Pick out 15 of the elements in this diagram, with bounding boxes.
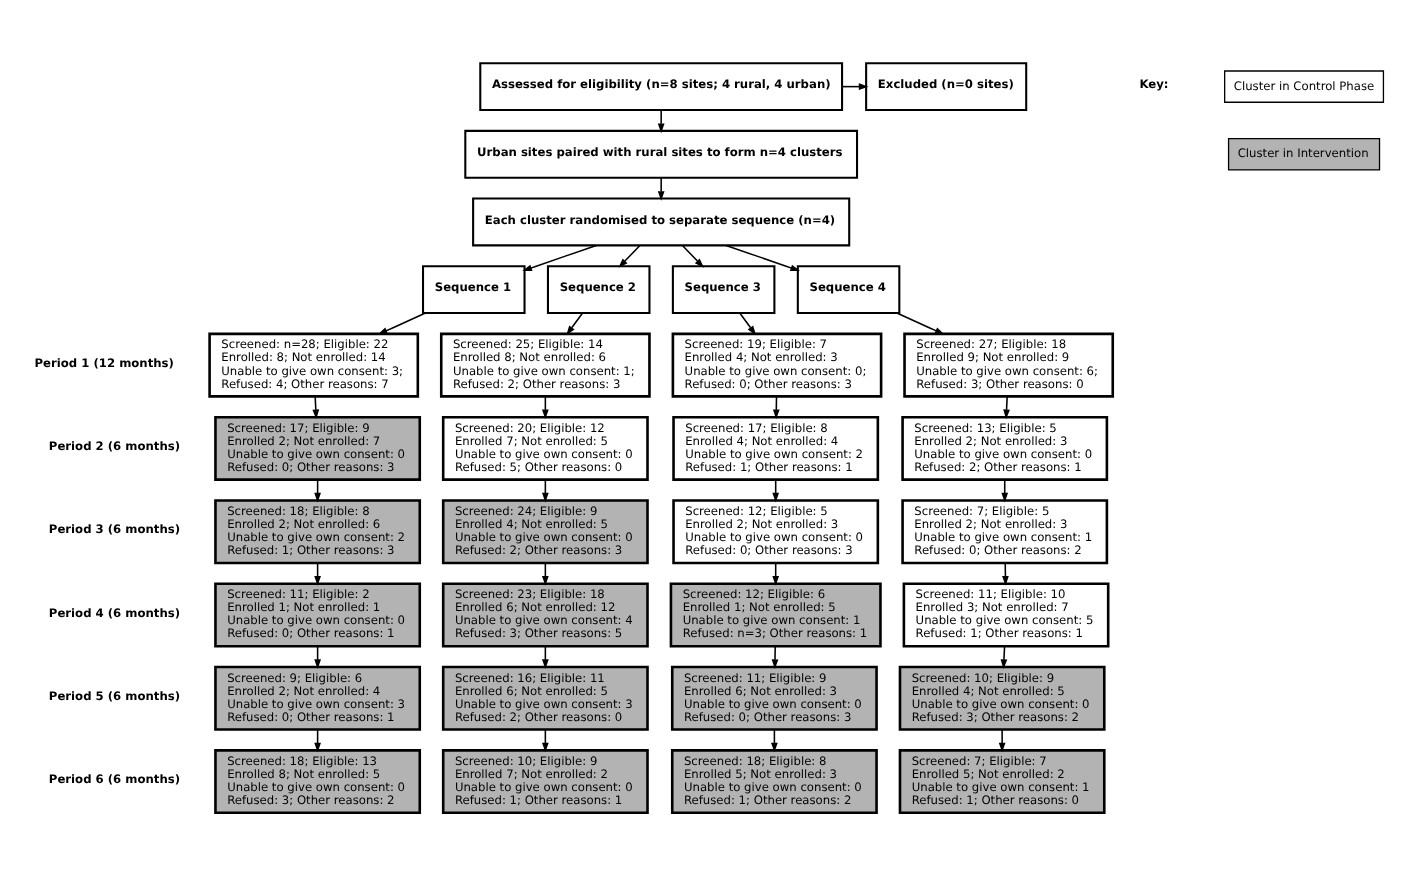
- arrow: [739, 311, 757, 335]
- arrow: [657, 108, 665, 133]
- arrow: [1001, 478, 1009, 502]
- arrow: [522, 243, 598, 271]
- arrow: [566, 311, 584, 335]
- arrow: [618, 243, 641, 267]
- arrow: [657, 176, 665, 200]
- arrow: [725, 243, 800, 271]
- arrow: [896, 311, 945, 334]
- arrow: [377, 311, 426, 334]
- arrow: [771, 644, 779, 668]
- arrow: [1000, 644, 1008, 668]
- arrow: [681, 243, 704, 267]
- arrow: [1003, 394, 1010, 419]
- arrow: [998, 727, 1006, 752]
